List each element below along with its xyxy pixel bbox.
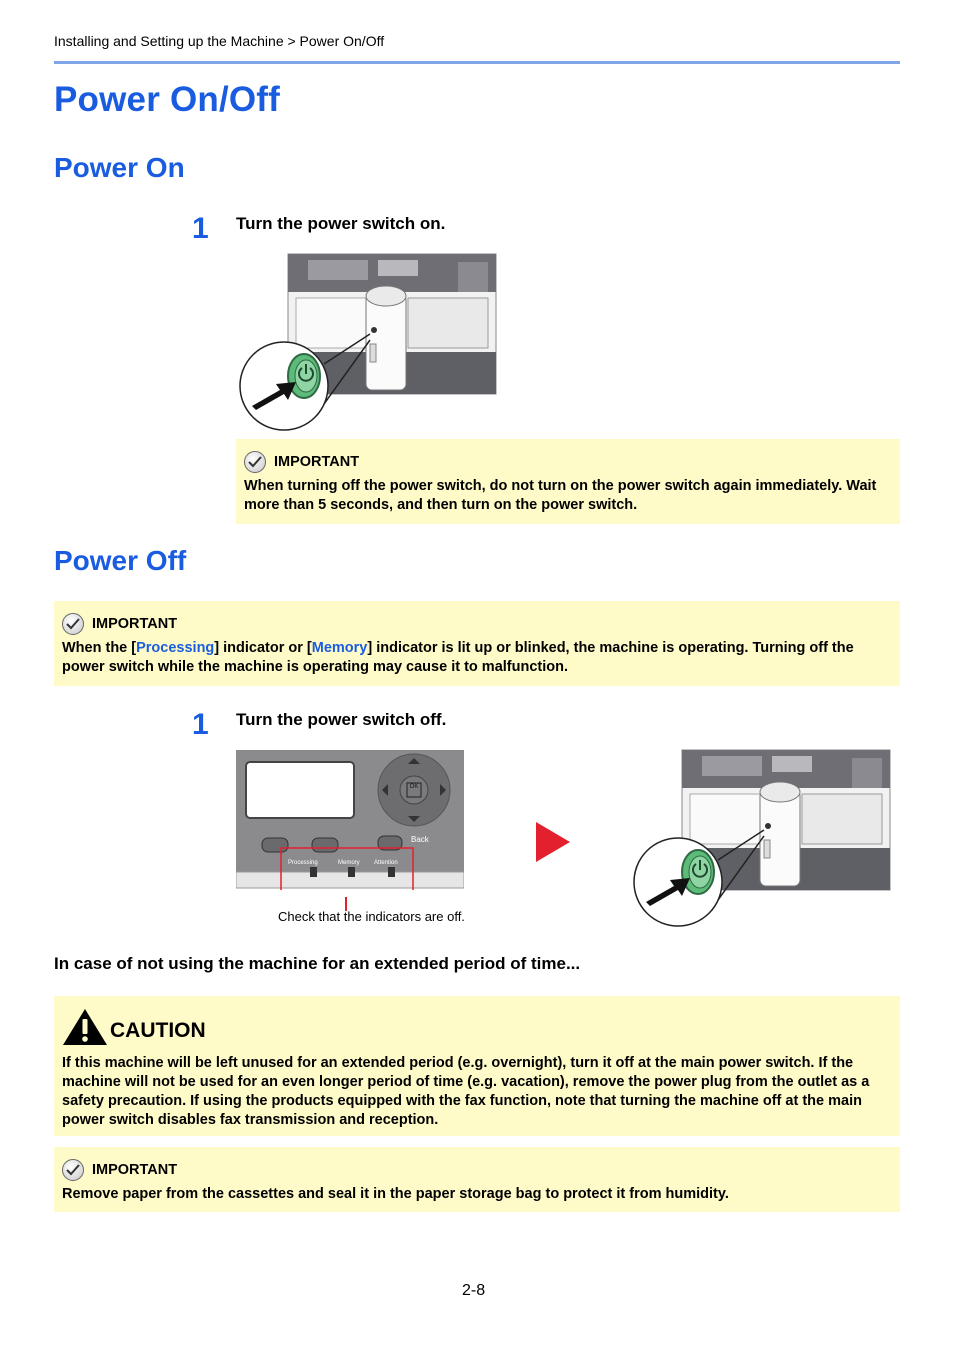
- important-label: IMPORTANT: [274, 453, 360, 470]
- page-number: 2-8: [462, 1282, 486, 1299]
- next-step-arrow-icon: [536, 822, 570, 867]
- warning-triangle-icon: [62, 1008, 108, 1052]
- caution-note: CAUTION If this machine will be left unu…: [54, 996, 900, 1136]
- processing-indicator-ref: Processing: [136, 640, 215, 656]
- power-on-step-number: 1: [192, 212, 209, 245]
- power-on-heading: Power On: [54, 152, 185, 183]
- power-on-step-text: Turn the power switch on.: [236, 214, 446, 233]
- important-label: IMPORTANT: [92, 615, 178, 632]
- check-icon: [62, 613, 84, 635]
- check-icon: [62, 1159, 84, 1181]
- indicator-caption: Check that the indicators are off.: [278, 909, 465, 924]
- important-text: When turning off the power switch, do no…: [244, 478, 877, 513]
- power-off-step-text: Turn the power switch off.: [236, 710, 447, 729]
- power-off-important-note: IMPORTANT When the [Processing] indicato…: [54, 601, 900, 686]
- breadcrumb: Installing and Setting up the Machine > …: [54, 33, 385, 49]
- important-text: When the [Processing] indicator or [Memo…: [62, 640, 854, 675]
- header-rule: [54, 61, 900, 64]
- ok-key-label: OK: [409, 784, 419, 790]
- attention-indicator-label: Attention: [374, 860, 398, 866]
- power-off-step-number: 1: [192, 708, 209, 741]
- power-on-illustration: [238, 252, 500, 434]
- important-text: Remove paper from the cassettes and seal…: [62, 1186, 729, 1202]
- power-off-illustration: [632, 748, 894, 930]
- power-on-important-note: IMPORTANT When turning off the power swi…: [236, 439, 900, 524]
- caution-label: CAUTION: [110, 1018, 206, 1042]
- caption-leader-line: [345, 897, 347, 911]
- memory-indicator-ref: Memory: [311, 640, 368, 656]
- processing-indicator-label: Processing: [288, 860, 318, 866]
- memory-indicator-label: Memory: [338, 860, 360, 866]
- check-icon: [244, 451, 266, 473]
- back-key-label: Back: [411, 835, 429, 844]
- operation-panel-illustration: Back OK Processing Memory Attention: [236, 750, 464, 890]
- power-off-heading: Power Off: [54, 545, 187, 576]
- extended-period-heading: In case of not using the machine for an …: [54, 954, 581, 973]
- caution-text: If this machine will be left unused for …: [62, 1055, 870, 1128]
- page-title: Power On/Off: [54, 80, 281, 119]
- extended-important-note: IMPORTANT Remove paper from the cassette…: [54, 1147, 900, 1212]
- important-label: IMPORTANT: [92, 1161, 178, 1178]
